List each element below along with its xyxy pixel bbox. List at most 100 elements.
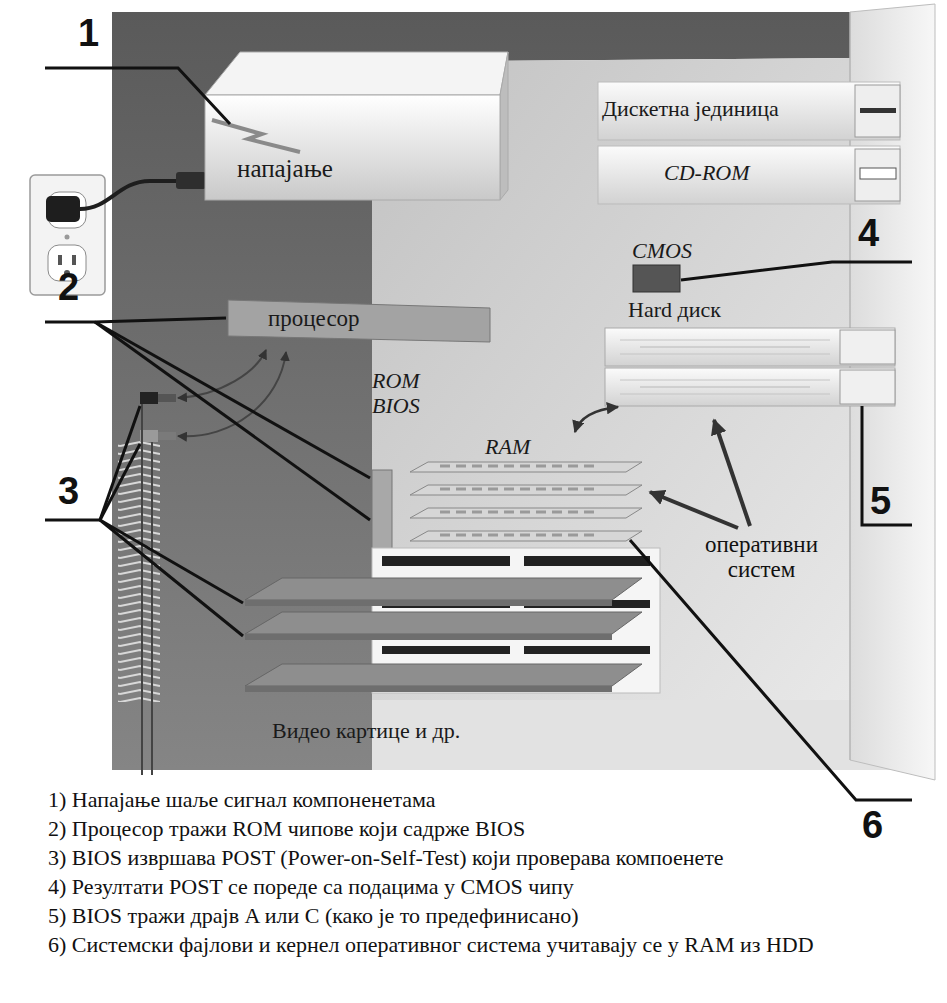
rear-connectors-part [158,432,176,440]
case-body [112,4,935,780]
caption-step: 6) Системски фајлови и кернел оперативно… [48,930,883,959]
hard-disk-part [640,347,810,348]
callout-leader-lines-part [45,321,95,324]
annotation-label: оперативни систем [705,532,818,583]
callout-number: 3 [58,472,79,510]
rear-connectors-part [158,394,176,402]
component-label: процесор [268,306,494,332]
wall-socket-part [65,235,70,240]
callout-number: 1 [78,14,99,52]
component-label: Видео картице и др. [272,718,664,743]
wall-socket-part [72,255,76,265]
os-pointer-arrows-part [714,420,750,526]
component-box: процесор [228,300,494,340]
component-box: RAM [400,432,649,550]
callout-leader-lines-part [681,262,912,280]
caption-step: 4) Резултати POST се пореде са подацима … [48,872,883,901]
power-supply-part [212,120,300,152]
hard-disk-part [620,354,830,355]
hard-disk-part [640,387,810,388]
heat-grille [118,440,160,702]
cmos-chip-part [633,265,680,292]
caption-step: 5) BIOS тражи драјв A или C (како је то … [48,901,883,930]
expansion-slots-part [382,556,510,566]
callout-number: 6 [862,806,883,844]
cd-rom-drive-part [855,149,900,201]
video-cards-part [245,612,642,634]
hard-disk-part [620,340,830,341]
component-box: CD-ROM [598,146,904,204]
cmos-chip [633,265,680,292]
hard-disk-part [840,370,895,404]
hard-disk-part [840,330,895,364]
power-supply-part [205,95,500,200]
component-label: CMOS [632,238,702,263]
component-box: CMOS [628,238,702,294]
rear-connectors-part [151,442,153,775]
hard-disk-part [620,394,830,395]
rear-connectors [140,350,286,775]
hard-disk [605,328,895,406]
callout-leader-lines-part [862,406,912,525]
callout-leader-lines-part [100,406,140,520]
caption-step: 1) Напајање шаље сигнал компоненетама [48,785,883,814]
video-cards-part [245,634,612,640]
power-supply-part [500,52,508,200]
expansion-slots-part [524,556,650,566]
power-cable-part [80,181,182,209]
component-box: Видео картице и др. [240,570,664,760]
power-supply-part [205,52,508,95]
component-label: напајање [237,155,504,184]
os-pointer-arrows [650,420,750,528]
component-box: напајање [205,95,504,200]
heat-grille-part [118,440,160,702]
callout-leader-lines-part [100,520,243,603]
video-cards-part [245,664,642,686]
callout-number: 4 [858,214,879,252]
caption-step: 3) BIOS извршава POST (Power-on-Self-Tes… [48,843,883,872]
component-box: Hard диск [600,295,899,407]
video-cards-part [245,686,612,692]
expansion-slots-part [524,646,650,654]
callout-number: 2 [58,268,79,306]
component-label: ROM BIOS [372,368,420,419]
video-cards-part [245,578,642,600]
power-cable-part [176,172,206,189]
wall-socket-part [58,255,62,265]
component-label: RAM [485,434,649,459]
power-cable-part [46,196,80,222]
hard-disk-part [605,368,895,406]
power-supply [205,52,508,200]
callout-leader-lines [45,68,912,800]
component-box: Дискетна јединица [598,82,904,140]
component-label: Дискетна јединица [602,96,904,121]
callout-leader-lines-part [45,68,230,124]
callout-leader-lines-part [45,519,100,522]
callout-leader-lines-part [100,520,243,636]
hard-disk-part [620,380,830,381]
expansion-slots-part [382,646,510,654]
hard-disk-part [605,328,895,366]
callout-leader-lines-part [95,318,226,322]
rear-connectors-part [141,404,143,775]
cd-rom-drive-part [860,168,896,179]
caption-step: 2) Процесор тражи ROM чипове који садрже… [48,814,883,843]
floppy-drive-part [855,85,900,137]
rear-connectors-part [140,392,158,404]
os-pointer-arrows-part [650,492,738,528]
component-box: ROM BIOS [362,368,432,563]
component-label: CD-ROM [664,160,904,185]
ram-modules-part [440,466,600,535]
ram-modules [410,462,642,541]
floppy-drive-part [860,108,896,113]
callout-leader-lines-part [95,322,370,520]
power-cable [46,172,206,222]
connector-arrow [575,407,618,432]
callout-leader-lines-part [100,444,140,520]
callout-leader-lines-part [95,322,370,478]
component-label: Hard диск [628,297,899,322]
video-cards-part [245,600,612,606]
callout-number: 5 [870,482,891,520]
video-cards [245,578,642,692]
